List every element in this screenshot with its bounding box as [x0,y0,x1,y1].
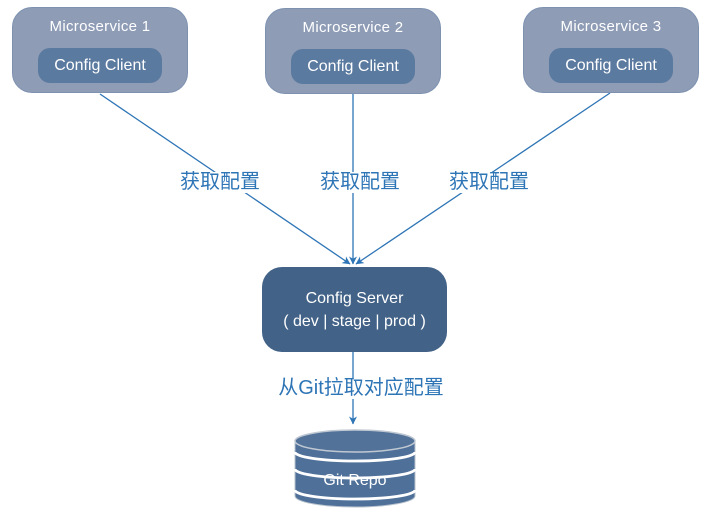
microservice-1-title: Microservice 1 [49,18,151,35]
config-server-environments: ( dev | stage | prod ) [283,312,426,330]
git-repo-cylinder [293,429,417,508]
cylinder-separator-3 [293,489,417,501]
edge-label-fetch-3: 获取配置 [447,171,531,193]
node-config-client-3: Config Client [549,48,673,83]
node-microservice-1: Microservice 1 Config Client [12,7,188,93]
git-repo-label: Git Repo [323,472,387,489]
cylinder-separator-1 [293,451,417,463]
node-microservice-3: Microservice 3 Config Client [523,7,699,93]
edge-label-pull-from-git: 从Git拉取对应配置 [276,377,446,399]
cylinder-top [294,429,416,453]
microservice-2-title: Microservice 2 [302,19,404,36]
cylinder-separator-2 [293,468,417,480]
node-config-client-2: Config Client [291,49,415,84]
node-config-client-1: Config Client [38,48,162,83]
microservice-3-title: Microservice 3 [560,18,662,35]
node-config-server: Config Server ( dev | stage | prod ) [262,267,447,352]
node-microservice-2: Microservice 2 Config Client [265,8,441,94]
edge-label-fetch-2: 获取配置 [318,171,402,193]
edge-label-fetch-1: 获取配置 [178,171,262,193]
config-server-title: Config Server [305,289,404,307]
